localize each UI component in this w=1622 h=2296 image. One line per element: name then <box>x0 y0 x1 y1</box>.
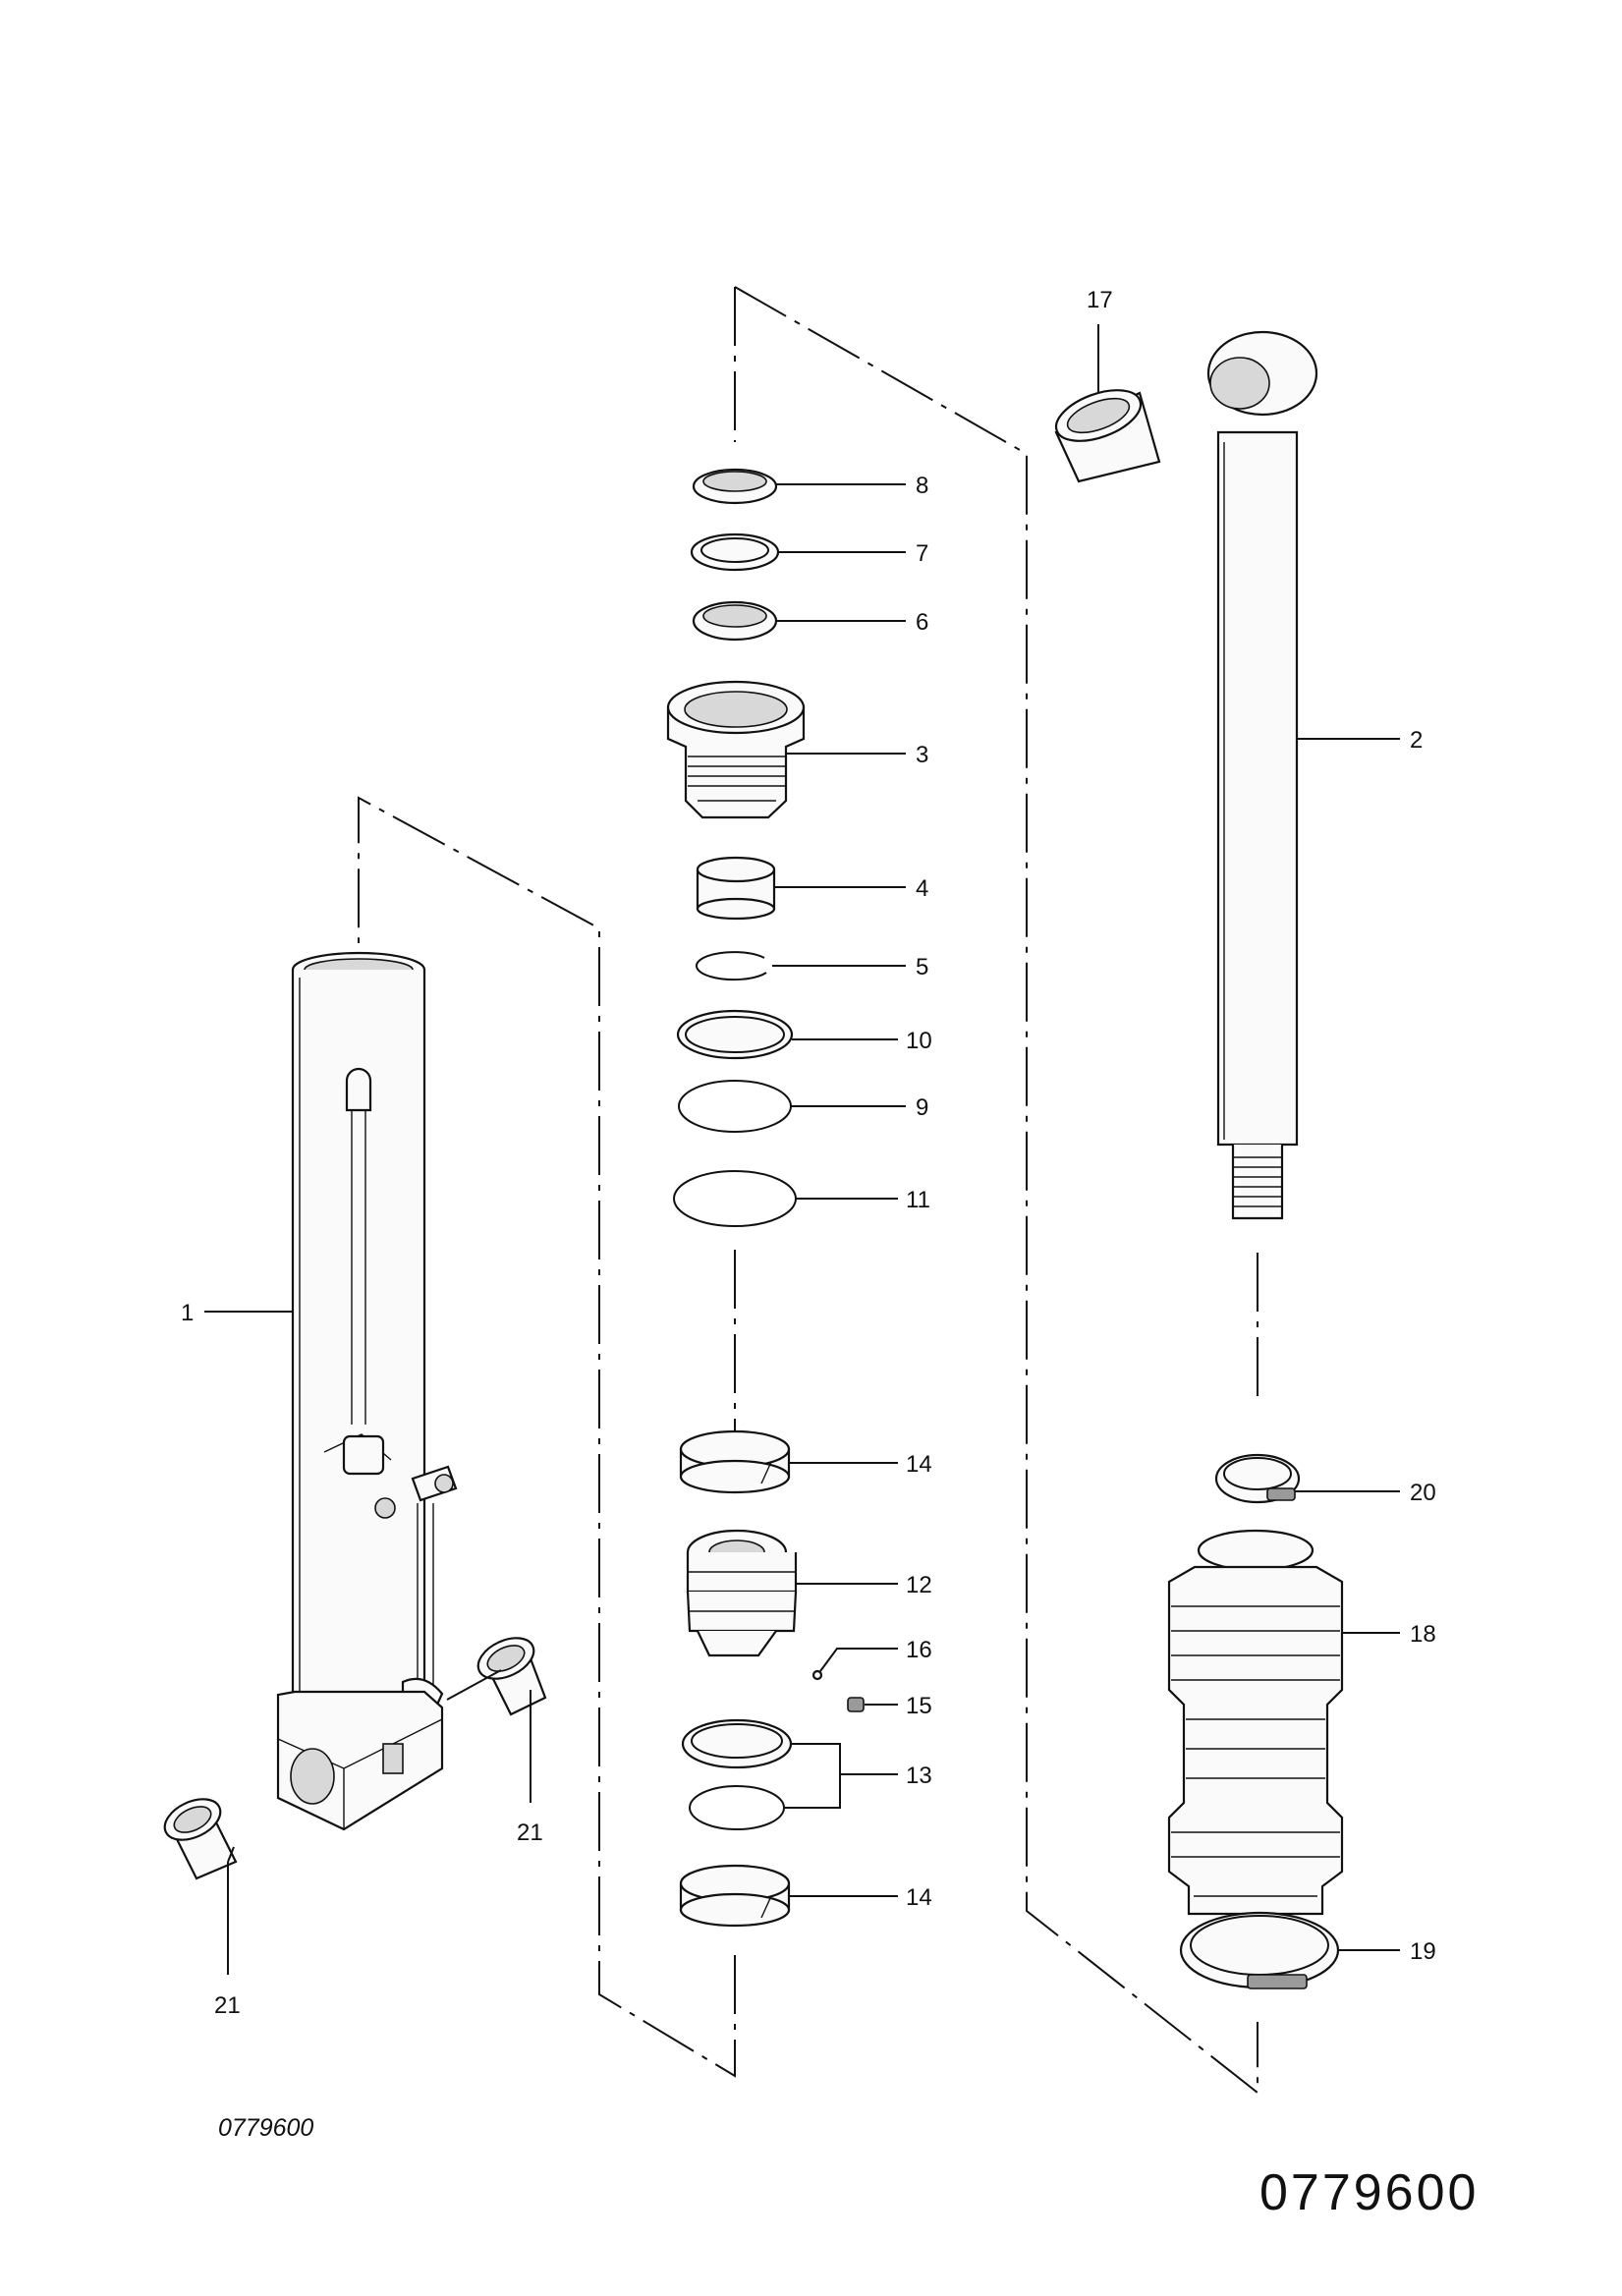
callout-18: 18 <box>1410 1621 1436 1648</box>
part-8-ring <box>692 468 778 505</box>
callout-2: 2 <box>1410 727 1423 754</box>
part-20-hose-clamp <box>1214 1453 1301 1504</box>
part-7-ring <box>690 532 780 572</box>
drawing-number-large: 0779600 <box>1259 2164 1480 2221</box>
part-13-o-ring <box>689 1785 785 1830</box>
callout-5: 5 <box>916 954 928 980</box>
callout-7: 7 <box>916 540 928 567</box>
callout-16: 16 <box>906 1637 932 1663</box>
part-2-piston-rod <box>1206 330 1318 1220</box>
callout-20: 20 <box>1410 1480 1436 1506</box>
callout-11: 11 <box>906 1187 930 1213</box>
callout-12: 12 <box>906 1572 932 1598</box>
callout-13: 13 <box>906 1763 932 1789</box>
callout-17: 17 <box>1087 287 1113 313</box>
part-6-ring <box>692 600 778 642</box>
callout-1: 1 <box>181 1300 194 1326</box>
part-15-set-screw <box>847 1697 865 1712</box>
part-10-ring <box>676 1009 794 1060</box>
callout-8: 8 <box>916 473 928 499</box>
part-19-hose-clamp <box>1179 1911 1340 1989</box>
part-16-ball <box>811 1669 823 1681</box>
part-12-piston <box>686 1529 798 1657</box>
bushing-left <box>163 1798 238 1880</box>
callout-19: 19 <box>1410 1938 1436 1965</box>
cylinder-tube <box>276 951 458 1831</box>
part-3-gland <box>666 680 806 819</box>
callout-numbers: 8 7 6 3 4 5 10 9 11 14 12 16 15 13 14 17… <box>181 287 1436 2019</box>
part-11-o-ring <box>673 1170 797 1227</box>
callout-10: 10 <box>906 1028 932 1054</box>
callout-15: 15 <box>906 1693 932 1719</box>
part-14-wear-ring-lower <box>679 1864 791 1928</box>
callout-9: 9 <box>916 1094 928 1121</box>
part-14-wear-ring-upper <box>679 1429 791 1494</box>
callout-4: 4 <box>916 875 928 902</box>
part-18-boot <box>1167 1529 1344 1916</box>
part-5-snap-ring <box>695 951 767 981</box>
callout-3: 3 <box>916 742 928 768</box>
callout-21-right: 21 <box>517 1820 543 1846</box>
part-9-o-ring <box>678 1080 792 1133</box>
callout-21-left: 21 <box>214 1992 241 2019</box>
drawing-number-small: 0779600 <box>218 2114 314 2142</box>
part-17-bushing <box>1054 389 1161 483</box>
leader-lines <box>204 324 1400 1975</box>
part-13-seal-ring <box>681 1718 793 1769</box>
bushing-right <box>476 1637 547 1716</box>
callout-14-upper: 14 <box>906 1451 932 1478</box>
callout-14-lower: 14 <box>906 1884 932 1911</box>
part-4-bushing <box>696 856 776 921</box>
assembly-guide-lines <box>358 286 1258 2096</box>
callout-6: 6 <box>916 609 928 636</box>
